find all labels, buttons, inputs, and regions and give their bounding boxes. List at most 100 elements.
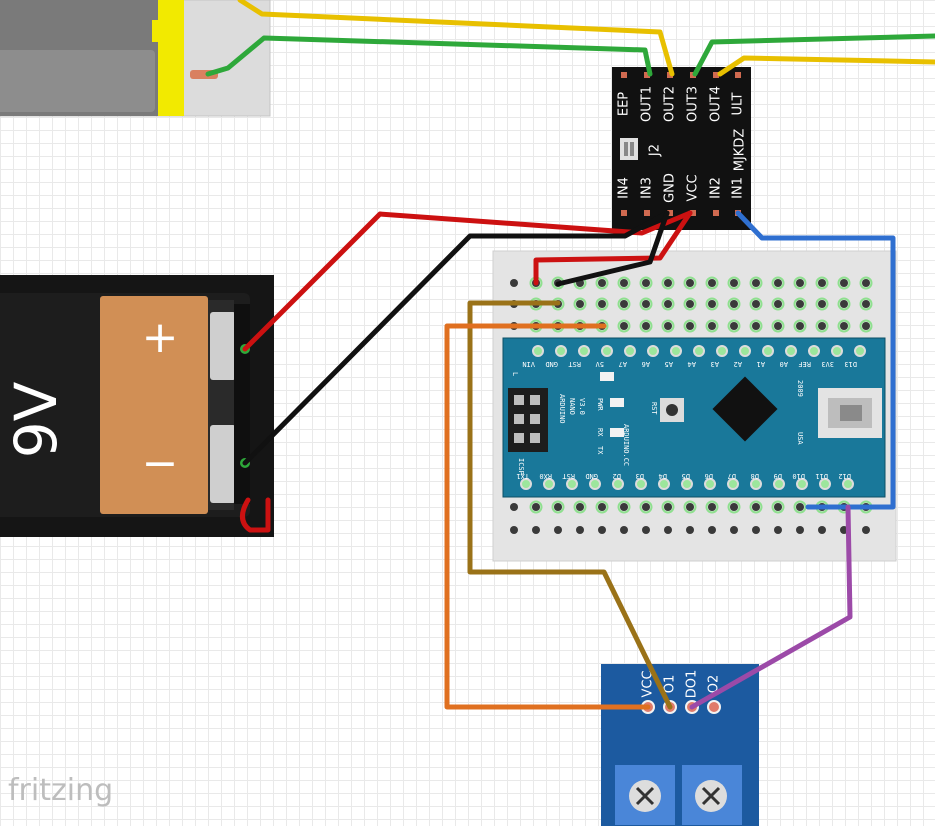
breadboard-hole[interactable]: [576, 300, 584, 308]
breadboard-hole[interactable]: [554, 503, 562, 511]
breadboard-hole[interactable]: [796, 300, 804, 308]
breadboard-hole[interactable]: [532, 503, 540, 511]
breadboard-hole[interactable]: [774, 503, 782, 511]
icsp-pin[interactable]: [530, 395, 540, 405]
breadboard-hole[interactable]: [796, 503, 804, 511]
breadboard-hole[interactable]: [664, 322, 672, 330]
nano-pin-d6[interactable]: [704, 478, 716, 490]
breadboard-hole[interactable]: [598, 503, 606, 511]
breadboard-hole[interactable]: [862, 279, 870, 287]
breadboard-hole[interactable]: [510, 279, 518, 287]
breadboard-hole[interactable]: [620, 322, 628, 330]
nano-pin-a7[interactable]: [624, 345, 636, 357]
driver-pin-gnd[interactable]: [667, 210, 673, 216]
wire-purple-sensor[interactable]: [689, 504, 853, 710]
breadboard-hole[interactable]: [818, 526, 826, 534]
breadboard-hole[interactable]: [642, 300, 650, 308]
breadboard-hole[interactable]: [862, 322, 870, 330]
breadboard-hole[interactable]: [796, 526, 804, 534]
breadboard-hole[interactable]: [664, 526, 672, 534]
sensor-pin-o2[interactable]: [707, 700, 721, 714]
breadboard-hole[interactable]: [796, 322, 804, 330]
nano-pin-a4[interactable]: [693, 345, 705, 357]
breadboard-hole[interactable]: [598, 279, 606, 287]
motor[interactable]: [0, 0, 271, 117]
breadboard-hole[interactable]: [532, 526, 540, 534]
icsp-pin[interactable]: [530, 433, 540, 443]
breadboard-hole[interactable]: [686, 300, 694, 308]
breadboard-hole[interactable]: [752, 503, 760, 511]
nano-pin-a2[interactable]: [739, 345, 751, 357]
icsp-pin[interactable]: [530, 414, 540, 424]
breadboard-hole[interactable]: [598, 526, 606, 534]
breadboard-hole[interactable]: [686, 279, 694, 287]
nano-pin-5v[interactable]: [601, 345, 613, 357]
breadboard-hole[interactable]: [796, 279, 804, 287]
breadboard-hole[interactable]: [818, 322, 826, 330]
icsp-pin[interactable]: [514, 414, 524, 424]
screw-terminal-1[interactable]: [629, 780, 661, 812]
breadboard-hole[interactable]: [752, 322, 760, 330]
nano-pin-a0[interactable]: [785, 345, 797, 357]
wire-green-right[interactable]: [692, 33, 935, 77]
wire-yellow-motor[interactable]: [237, 0, 675, 77]
breadboard-hole[interactable]: [730, 503, 738, 511]
nano-pin-gnd[interactable]: [555, 345, 567, 357]
nano-pin-d13[interactable]: [854, 345, 866, 357]
breadboard-hole[interactable]: [730, 322, 738, 330]
nano-pin-d10[interactable]: [796, 478, 808, 490]
nano-pin-d7[interactable]: [727, 478, 739, 490]
nano-pin-d11[interactable]: [819, 478, 831, 490]
driver-pin-out4[interactable]: [713, 72, 719, 78]
wire-green-motor[interactable]: [205, 35, 653, 77]
nano-pin-a5[interactable]: [670, 345, 682, 357]
breadboard-hole[interactable]: [730, 279, 738, 287]
breadboard-hole[interactable]: [620, 526, 628, 534]
breadboard-hole[interactable]: [620, 503, 628, 511]
breadboard-hole[interactable]: [752, 526, 760, 534]
nano-pin-rst[interactable]: [566, 478, 578, 490]
breadboard-hole[interactable]: [752, 300, 760, 308]
driver-pin-vcc[interactable]: [690, 210, 696, 216]
breadboard-hole[interactable]: [620, 279, 628, 287]
nano-pin-d4[interactable]: [658, 478, 670, 490]
breadboard-hole[interactable]: [576, 503, 584, 511]
breadboard-hole[interactable]: [664, 503, 672, 511]
driver-pin-in4[interactable]: [621, 210, 627, 216]
breadboard-hole[interactable]: [686, 526, 694, 534]
nano-pin-d8[interactable]: [750, 478, 762, 490]
breadboard-hole[interactable]: [818, 279, 826, 287]
nano-pin-a3[interactable]: [716, 345, 728, 357]
breadboard-hole[interactable]: [730, 300, 738, 308]
breadboard-hole[interactable]: [752, 279, 760, 287]
breadboard-hole[interactable]: [708, 279, 716, 287]
nano-pin-d9[interactable]: [773, 478, 785, 490]
breadboard-hole[interactable]: [642, 503, 650, 511]
breadboard-hole[interactable]: [708, 503, 716, 511]
breadboard-hole[interactable]: [708, 300, 716, 308]
breadboard-hole[interactable]: [620, 300, 628, 308]
breadboard-hole[interactable]: [642, 322, 650, 330]
driver-pin-ult[interactable]: [735, 72, 741, 78]
breadboard-hole[interactable]: [774, 300, 782, 308]
breadboard-hole[interactable]: [708, 526, 716, 534]
breadboard-hole[interactable]: [774, 279, 782, 287]
nano-pin-gnd[interactable]: [589, 478, 601, 490]
breadboard-hole[interactable]: [664, 300, 672, 308]
driver-pin-eep[interactable]: [621, 72, 627, 78]
breadboard-hole[interactable]: [840, 279, 848, 287]
wire-yellow-right[interactable]: [717, 55, 935, 77]
driver-pin-out1[interactable]: [644, 72, 650, 78]
nano-pin-tx1[interactable]: [520, 478, 532, 490]
nano-pin-3v3[interactable]: [831, 345, 843, 357]
breadboard-hole[interactable]: [840, 322, 848, 330]
nano-pin-rx0[interactable]: [543, 478, 555, 490]
wire-black-breadboard[interactable]: [555, 210, 670, 287]
nano-pin-a1[interactable]: [762, 345, 774, 357]
wire-olive-sensor[interactable]: [467, 300, 673, 710]
breadboard-hole[interactable]: [598, 300, 606, 308]
breadboard-hole[interactable]: [862, 300, 870, 308]
breadboard-hole[interactable]: [576, 526, 584, 534]
breadboard-hole[interactable]: [686, 503, 694, 511]
